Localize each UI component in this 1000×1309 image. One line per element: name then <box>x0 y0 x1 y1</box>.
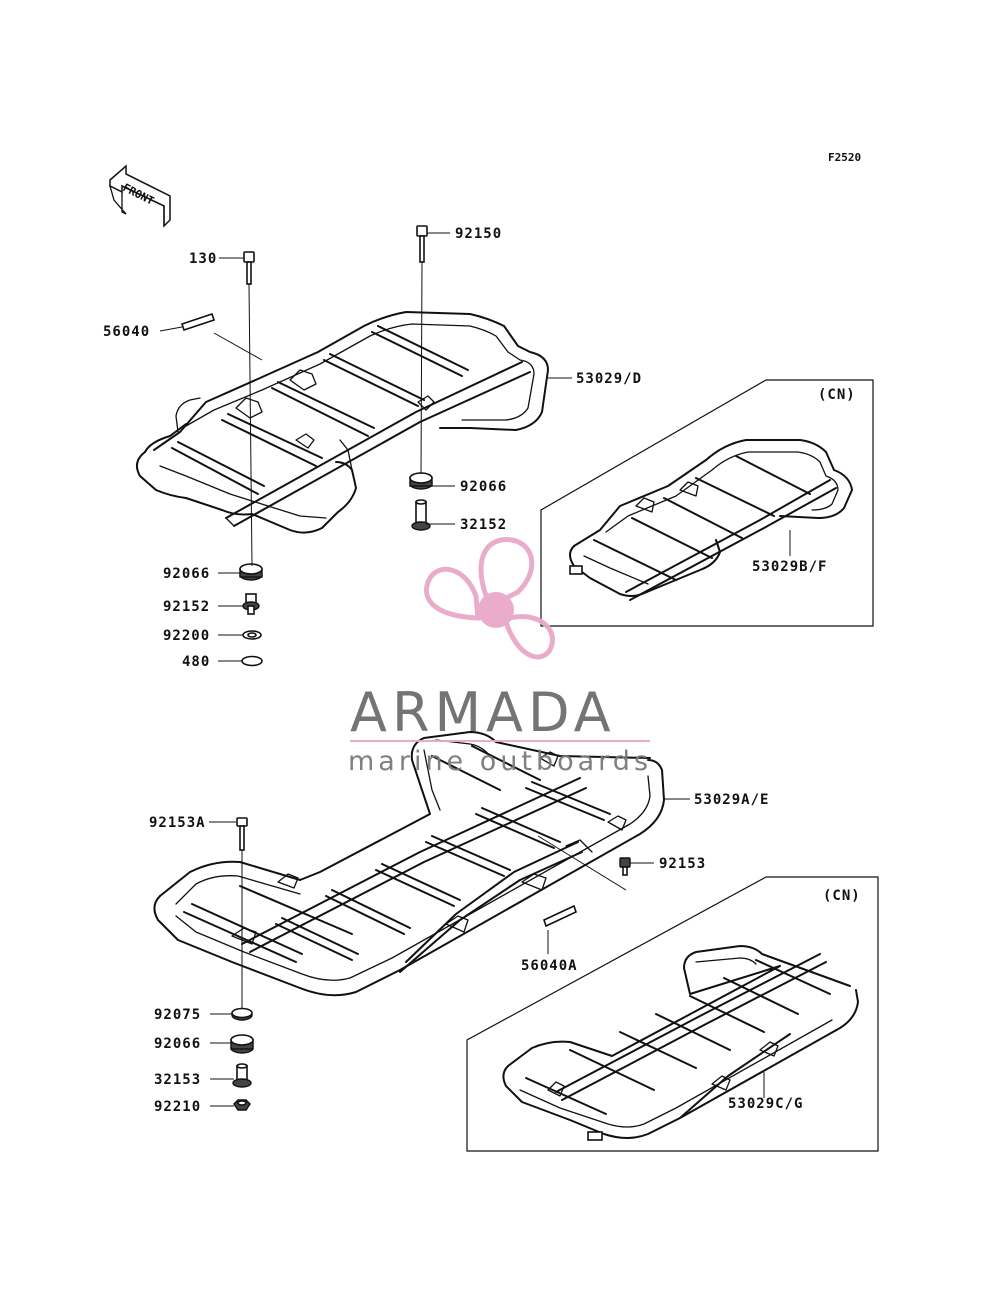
label-53029a-e: 53029A/E <box>694 792 769 808</box>
propeller-logo-icon <box>424 537 555 660</box>
upper-leader-lines <box>159 232 572 662</box>
washer-92200 <box>242 630 262 640</box>
label-32152: 32152 <box>460 517 507 533</box>
label-92150: 92150 <box>455 226 502 242</box>
cn-box-upper <box>540 379 874 627</box>
upper-rack <box>135 311 549 534</box>
label-480: 480 <box>182 654 210 670</box>
watermark-subtitle: marine outboards <box>348 746 652 777</box>
label-92066-bottom: 92066 <box>154 1036 201 1052</box>
bolt-92153 <box>619 857 631 876</box>
cn-box-lower <box>466 876 879 1152</box>
label-130: 130 <box>189 251 217 267</box>
label-32153: 32153 <box>154 1072 201 1088</box>
collar-32153 <box>232 1063 252 1088</box>
label-cn-upper: (CN) <box>818 387 856 403</box>
clip-480 <box>241 655 263 667</box>
washer-92075 <box>231 1007 253 1021</box>
label-92066-left: 92066 <box>163 566 210 582</box>
collar-32152 <box>411 499 431 531</box>
label-92153a: 92153A <box>149 815 206 831</box>
front-arrow-icon: FRONT <box>108 164 171 228</box>
grommet-92066-left <box>239 563 263 581</box>
part-labels: 130 92150 56040 53029/D 92066 32152 9206… <box>103 226 861 1115</box>
lower-leader-lines <box>209 798 690 1107</box>
label-92066-right: 92066 <box>460 479 507 495</box>
bolt-92153a <box>236 817 248 851</box>
label-92153: 92153 <box>659 856 706 872</box>
label-53029b-f: 53029B/F <box>752 559 827 575</box>
label-56040a: 56040A <box>521 958 578 974</box>
grommet-92066-bottom <box>230 1034 254 1054</box>
figure-code: F2520 <box>828 151 861 164</box>
nut-92210 <box>233 1099 251 1111</box>
label-92210: 92210 <box>154 1099 201 1115</box>
collar-92152 <box>242 593 260 615</box>
watermark-title: ARMADA <box>350 681 616 744</box>
label-53029-d: 53029/D <box>576 371 642 387</box>
watermark: ARMADA marine outboards <box>348 537 652 777</box>
grommet-92066-right <box>409 472 433 490</box>
lower-rack <box>153 731 665 997</box>
bolt-130 <box>243 251 255 285</box>
label-92152: 92152 <box>163 599 210 615</box>
label-92075: 92075 <box>154 1007 201 1023</box>
label-92200: 92200 <box>163 628 210 644</box>
label-plate-56040 <box>180 312 216 332</box>
label-53029c-g: 53029C/G <box>728 1096 803 1112</box>
label-56040: 56040 <box>103 324 150 340</box>
bolt-92150 <box>416 225 428 263</box>
label-cn-lower: (CN) <box>823 888 861 904</box>
label-plate-56040a <box>543 904 577 928</box>
